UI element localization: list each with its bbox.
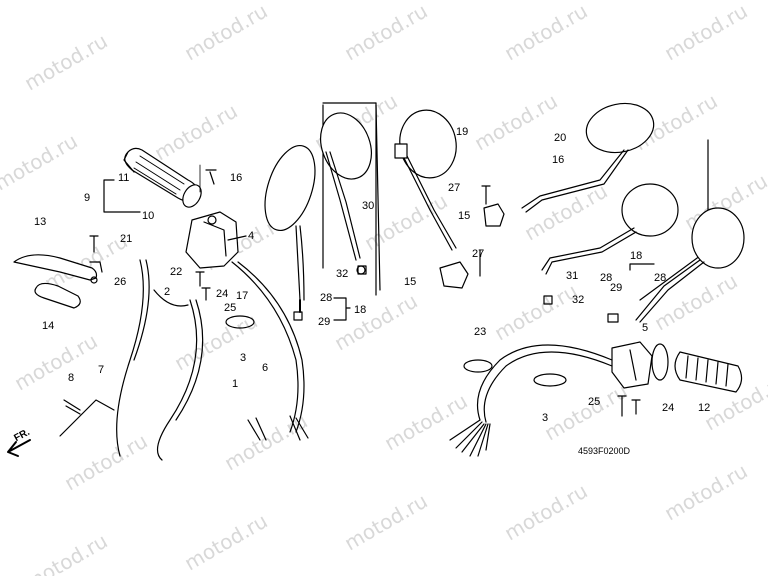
part-number-label: 18: [630, 250, 643, 262]
part-number-label: 5: [642, 322, 649, 334]
part-number-label: 15: [404, 276, 417, 288]
part-number-label: 28: [320, 292, 333, 304]
part-number-label: 26: [114, 276, 127, 288]
mirror-20: [521, 102, 655, 213]
part-number-label: 16: [230, 172, 243, 184]
part-number-label: 20: [554, 132, 567, 144]
part-number-label: 25: [224, 302, 237, 314]
mirror-center-left: [320, 112, 372, 275]
part-number-label: 11: [118, 172, 130, 184]
cable-7: [116, 259, 144, 457]
part-number-label: 23: [474, 326, 487, 338]
part-number-label: 18: [354, 304, 367, 316]
part-number-label: 27: [448, 182, 461, 194]
part-number-label: 32: [572, 294, 585, 306]
part-number-label: 15: [458, 210, 471, 222]
part-number-label: 28: [654, 272, 667, 284]
diagram-code: 4593F0200D: [578, 446, 631, 456]
part-number-label: 13: [34, 216, 47, 228]
right-grip: [651, 343, 743, 393]
cable-1: [156, 299, 198, 461]
part-number-label: 19: [456, 126, 469, 138]
mirror-right: [635, 207, 745, 323]
part-number-label: 17: [236, 290, 249, 302]
mirror-19: [394, 109, 457, 251]
part-number-label: 29: [318, 316, 331, 328]
right-switch-housing: [611, 341, 653, 389]
left-grip: [123, 147, 202, 208]
part-number-label: 14: [42, 320, 55, 332]
part-number-label: 24: [216, 288, 229, 300]
part-number-label: 16: [552, 154, 565, 166]
part-number-label: 32: [336, 268, 349, 280]
part-number-label: 9: [84, 192, 91, 204]
part-number-label: 29: [610, 282, 623, 294]
part-number-label: 3: [542, 412, 549, 424]
part-number-label: 27: [472, 248, 485, 260]
part-number-label: 10: [142, 210, 155, 222]
harness-right: [476, 344, 613, 421]
mirror-left: [264, 145, 316, 313]
part-number-label: 22: [170, 266, 183, 278]
mirror-31: [541, 183, 679, 275]
part-number-label: 24: [662, 402, 675, 414]
part-number-label: 30: [362, 200, 375, 212]
part-number-label: 2: [164, 286, 171, 298]
harness-6: [231, 261, 299, 433]
part-number-label: 25: [588, 396, 601, 408]
part-number-label: 7: [98, 364, 105, 376]
front-arrow: [7, 439, 31, 457]
part-number-label: 31: [566, 270, 579, 282]
part-number-label: 1: [232, 378, 239, 390]
part-number-label: 21: [120, 233, 133, 245]
left-switch-housing: [185, 211, 247, 269]
part-number-label: 6: [262, 362, 269, 374]
part-number-label: 4: [248, 230, 255, 242]
clutch-lever: [13, 254, 98, 281]
part-number-label: 3: [240, 352, 247, 364]
lever-cover: [34, 282, 81, 309]
part-number-label: 28: [600, 272, 613, 284]
band-3-left: [225, 315, 255, 329]
part-number-label: 8: [68, 372, 75, 384]
part-number-label: 12: [698, 402, 711, 414]
